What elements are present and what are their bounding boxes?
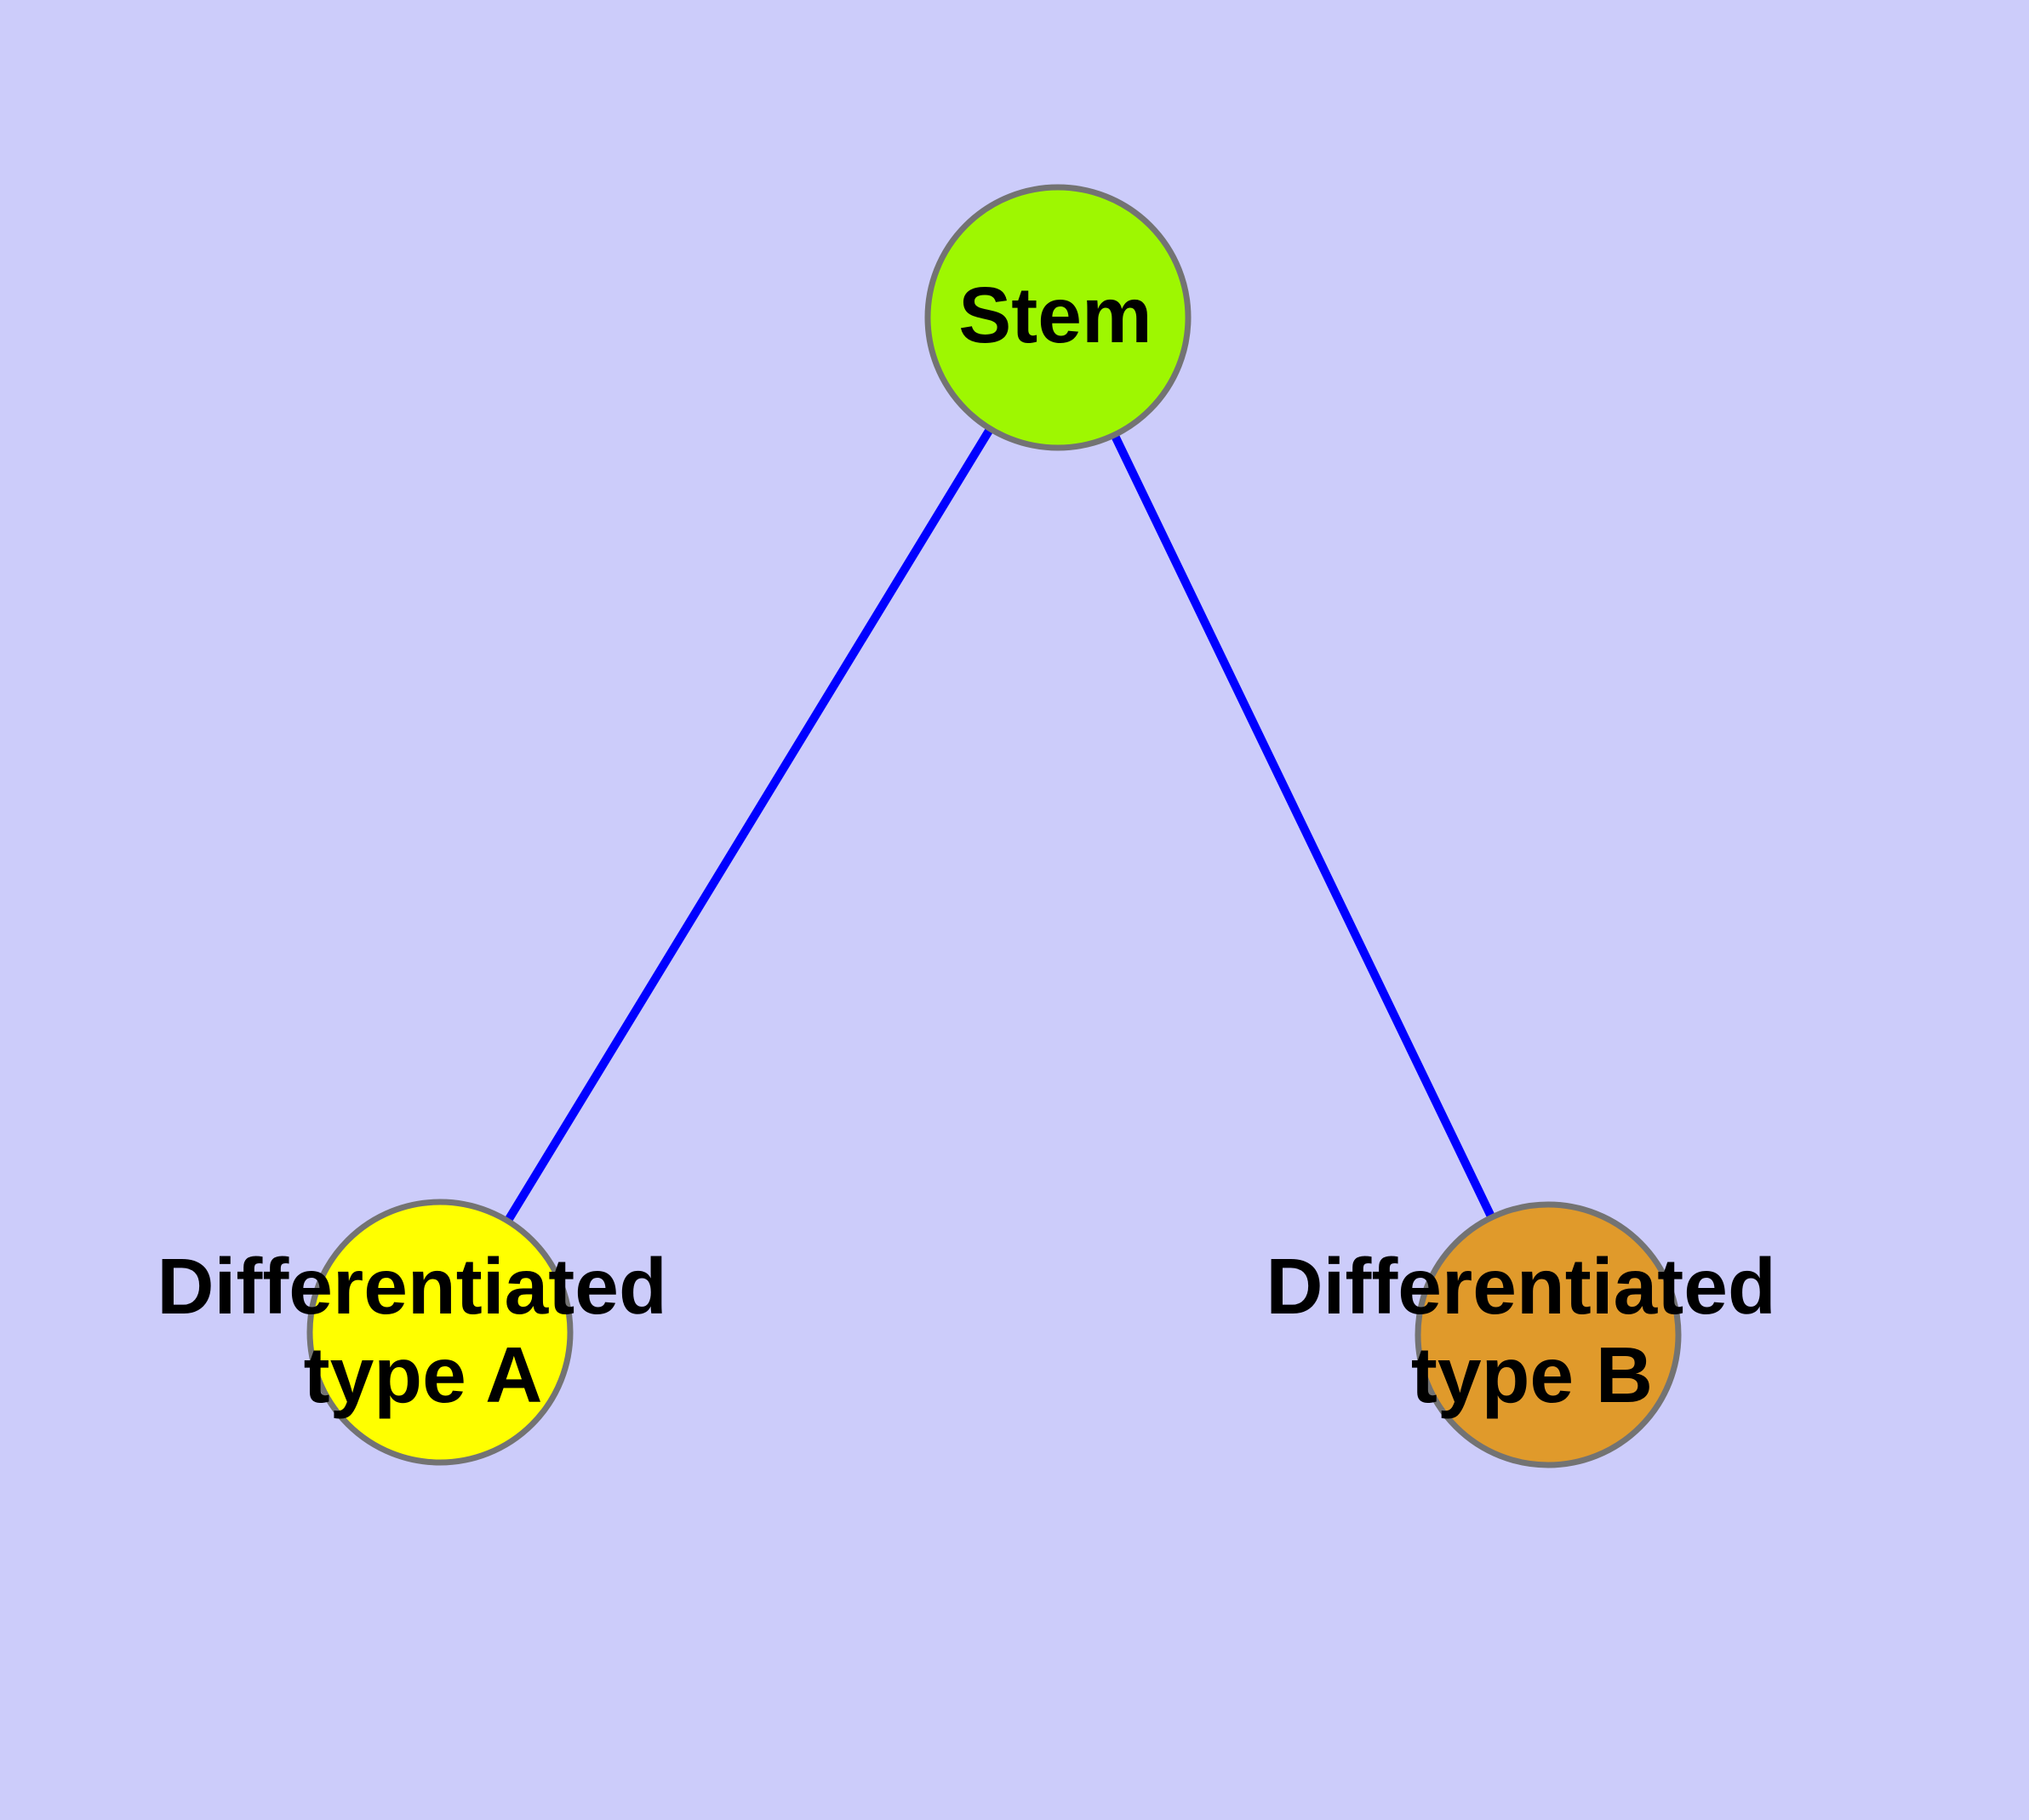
node-differentiated-type-b-label: Differentiated type B — [1266, 1242, 1798, 1419]
node-differentiated-type-b-label-line-1: Differentiated — [1266, 1242, 1775, 1331]
node-differentiated-type-a-circle[interactable] — [306, 1199, 574, 1466]
node-differentiated-type-a-label: Differentiated type A — [157, 1242, 689, 1419]
edge-layer — [504, 426, 1496, 1223]
node-differentiated-type-a-label-line-1: Differentiated — [157, 1242, 666, 1331]
node-stem-label-line-1: Stem — [958, 271, 1152, 359]
edge-stem-to-differentiated-type-a[interactable] — [504, 426, 994, 1223]
node-stem[interactable]: Stem — [924, 184, 1192, 451]
node-differentiated-type-a[interactable]: Differentiated type A — [157, 1199, 689, 1466]
node-differentiated-type-a-label-line-2: type A — [304, 1331, 543, 1419]
edge-stem-to-differentiated-type-b[interactable] — [1110, 432, 1496, 1220]
node-differentiated-type-b-circle[interactable] — [1415, 1201, 1682, 1468]
node-layer: Stem Differentiated type A Differentiate… — [157, 184, 1798, 1468]
node-differentiated-type-b[interactable]: Differentiated type B — [1266, 1201, 1798, 1468]
node-stem-label: Stem — [958, 271, 1152, 359]
node-differentiated-type-b-label-line-2: type B — [1411, 1331, 1653, 1419]
node-stem-circle[interactable] — [924, 184, 1192, 451]
